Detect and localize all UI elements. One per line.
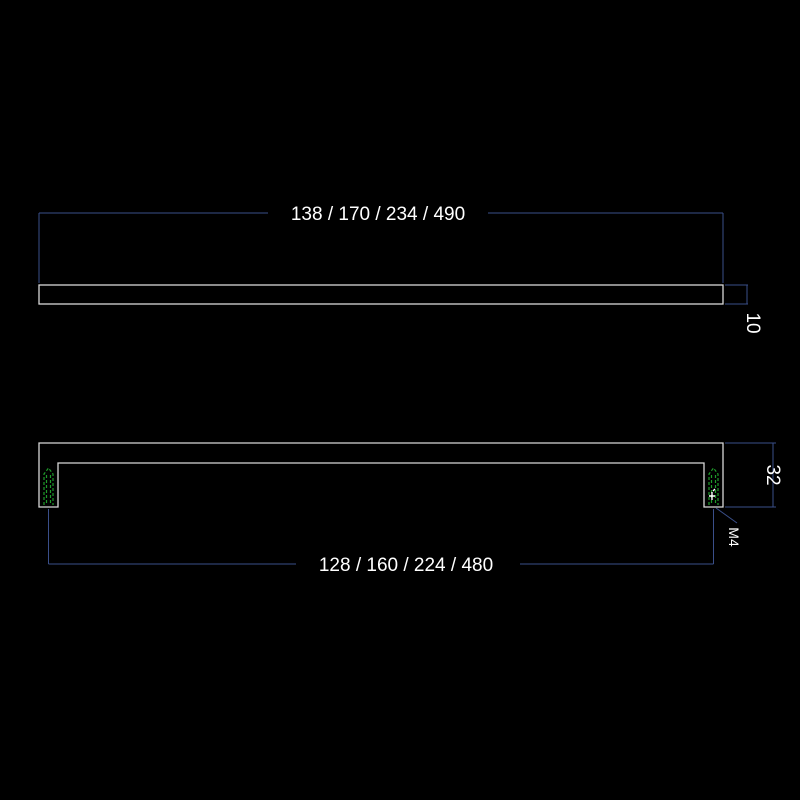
thread-symbol-icon bbox=[709, 488, 716, 500]
height-dimension: 32 bbox=[725, 442, 783, 508]
top-view: 138 / 170 / 234 / 490 10 bbox=[38, 204, 763, 334]
thread-label: M4 bbox=[726, 527, 742, 547]
handle-outline bbox=[38, 442, 724, 508]
thickness-label: 10 bbox=[742, 312, 763, 333]
overall-length-dimension: 138 / 170 / 234 / 490 bbox=[38, 204, 724, 283]
height-label: 32 bbox=[762, 464, 783, 485]
top-view-bar-outline bbox=[38, 284, 724, 305]
hole-left bbox=[43, 467, 54, 505]
thread-leader-line bbox=[715, 507, 738, 524]
hole-right bbox=[708, 467, 719, 505]
hole-spacing-dimension: 128 / 160 / 224 / 480 bbox=[48, 509, 714, 576]
front-view: 128 / 160 / 224 / 480 32 M4 bbox=[38, 442, 783, 576]
thickness-dimension: 10 bbox=[725, 284, 763, 334]
overall-length-label: 138 / 170 / 234 / 490 bbox=[291, 204, 465, 225]
hidden-hole-left-icon bbox=[43, 467, 54, 505]
thread-callout: M4 bbox=[715, 507, 742, 547]
hidden-hole-right-icon bbox=[708, 467, 719, 505]
hole-spacing-label: 128 / 160 / 224 / 480 bbox=[319, 555, 493, 576]
